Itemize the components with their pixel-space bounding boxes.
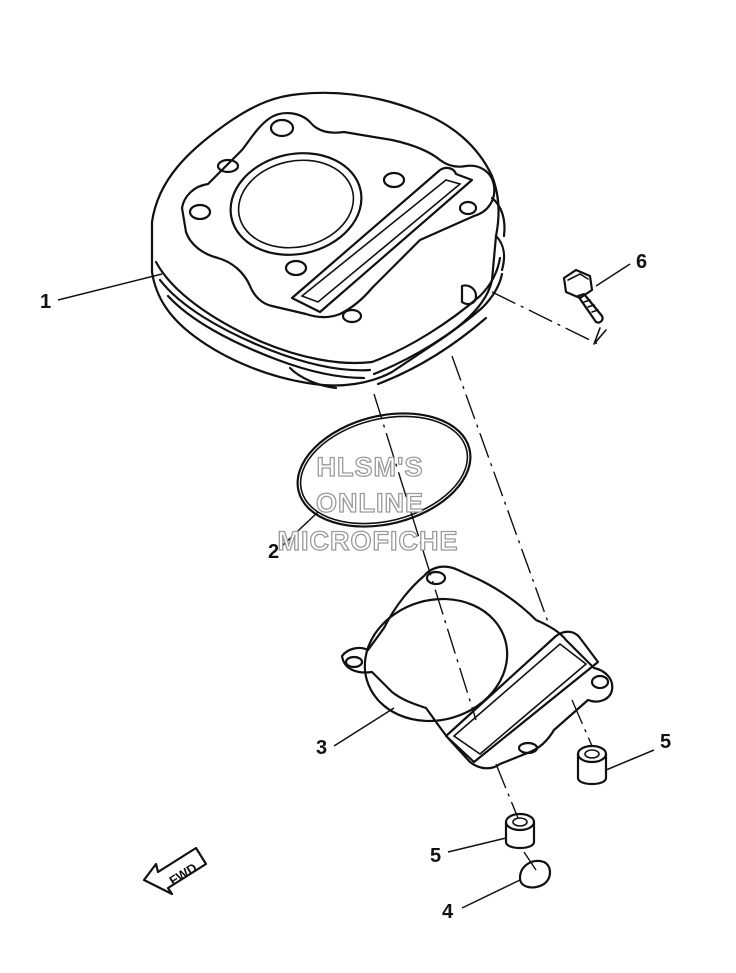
cylinder-part[interactable]	[150, 91, 506, 390]
bolt-part[interactable]	[562, 268, 604, 324]
callout-4: 4	[442, 901, 454, 923]
callout-2: 2	[268, 541, 279, 563]
callout-5b: 5	[660, 731, 671, 753]
callout-1: 1	[40, 291, 51, 313]
dowel-pin-part[interactable]	[576, 744, 608, 786]
watermark: HLSM'S ONLINE MICROFICHE	[277, 451, 459, 556]
watermark-line-3: MICROFICHE	[278, 526, 459, 556]
fwd-arrow-icon: FWD	[142, 846, 208, 896]
gasket-part[interactable]	[340, 565, 614, 770]
watermark-line-1: HLSM'S	[317, 452, 424, 482]
watermark-line-2: ONLINE	[316, 488, 424, 518]
o-ring-part[interactable]	[286, 396, 483, 543]
dowel-pin-part[interactable]	[504, 812, 536, 850]
callout-6: 6	[636, 251, 647, 273]
assembly-centerlines	[373, 291, 607, 871]
callout-3: 3	[316, 737, 327, 759]
leader-lines	[57, 263, 655, 909]
callout-5a: 5	[430, 845, 441, 867]
plug-part[interactable]	[518, 859, 552, 889]
